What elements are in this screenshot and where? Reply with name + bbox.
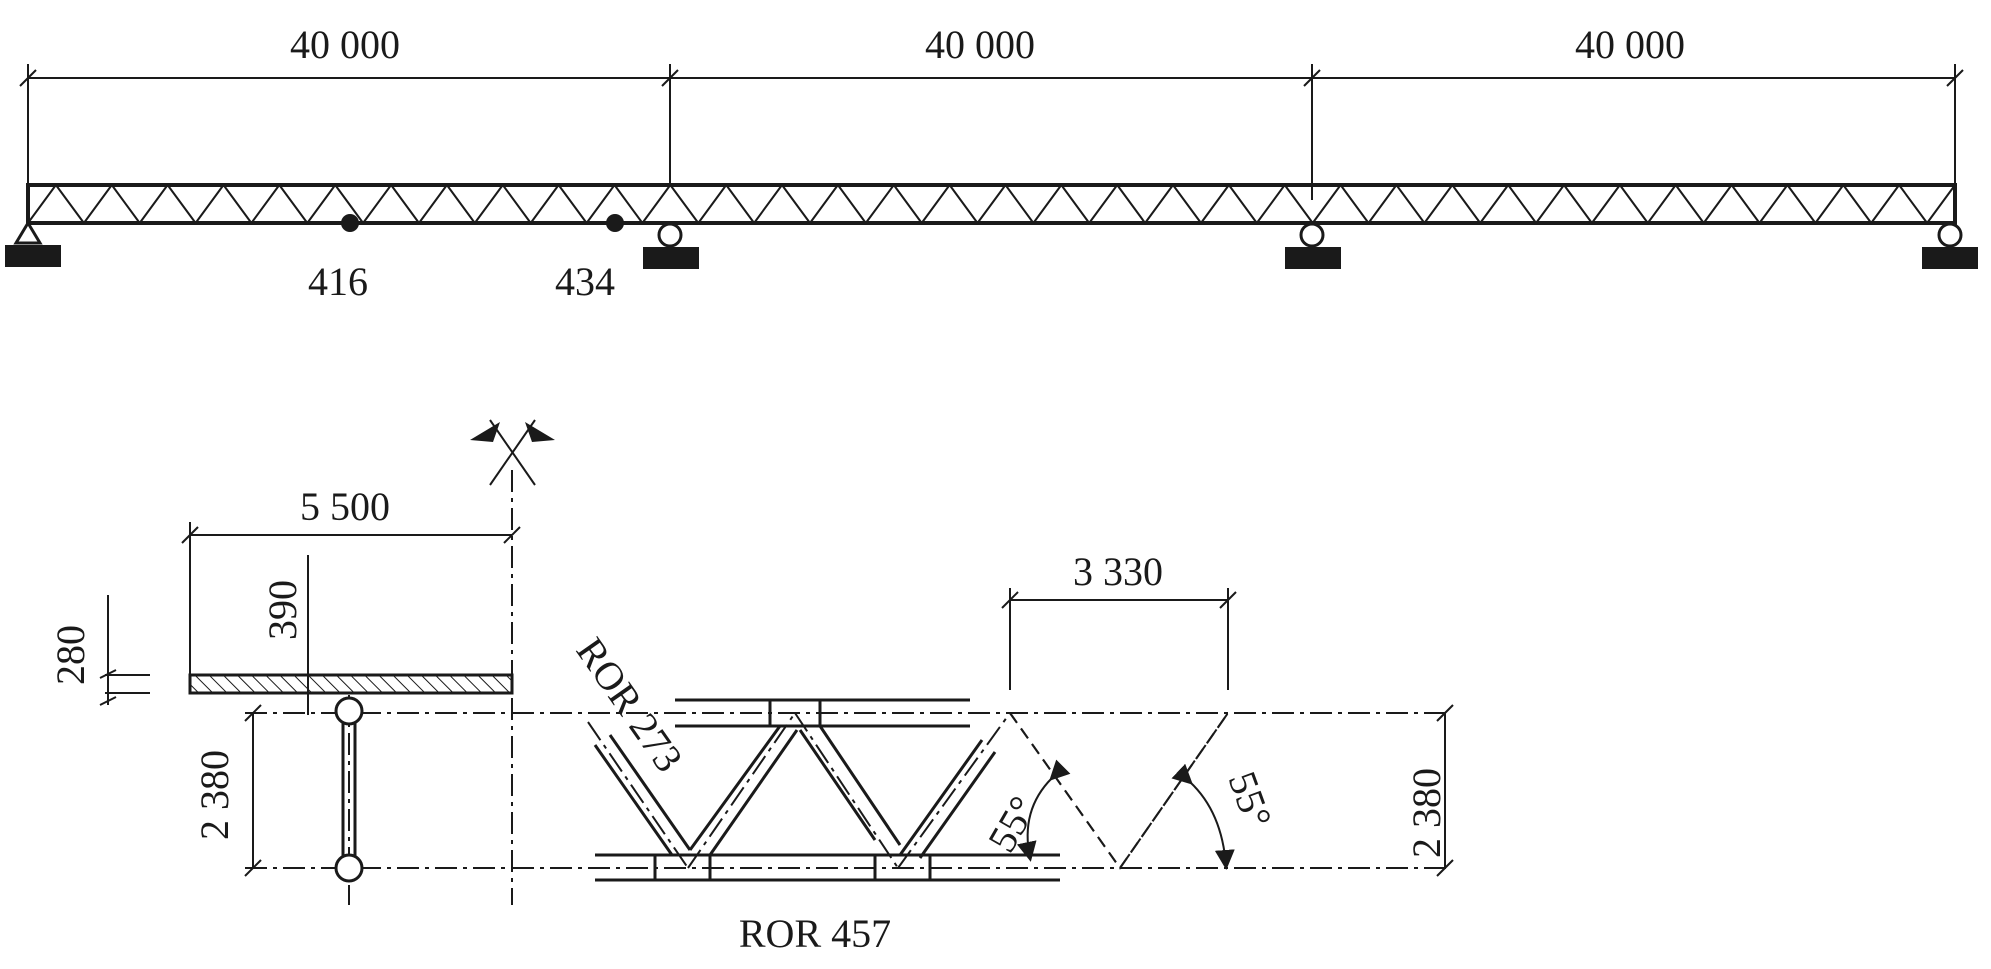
bottom-chord-tube (334, 853, 364, 883)
section-marker-icon (470, 419, 555, 486)
angle-arc-b (1171, 763, 1235, 870)
node-marker-416 (341, 214, 359, 232)
node-marker-434 (606, 214, 624, 232)
node-label-434: 434 (555, 259, 615, 304)
diagonal-braces (587, 712, 1011, 869)
dimension-ticks (19, 64, 1964, 200)
deck-width-label: 5 500 (300, 484, 390, 529)
top-chord-tube (334, 696, 364, 726)
height-label-right: 2 380 (1404, 768, 1449, 858)
truss-detail-view: 3 330 55° 55° 2 380 ROR 273 ROR 457 (512, 549, 1454, 956)
truss-chords (26, 183, 1957, 225)
dim-390-label: 390 (260, 580, 305, 640)
span-label-1: 40 000 (290, 22, 400, 67)
roller-support-2 (1285, 222, 1341, 269)
truss-web-members (27, 183, 1956, 225)
chord-label: ROR 457 (739, 911, 891, 956)
elevation-view: 40 000 40 000 40 000 416 434 (5, 22, 1978, 304)
deck-slab (188, 673, 514, 695)
roller-support-3 (1922, 222, 1978, 269)
dim-280-label: 280 (48, 625, 93, 685)
angle-arc-a (1016, 759, 1071, 862)
node-label-416: 416 (308, 259, 368, 304)
brace-label: ROR 273 (568, 629, 692, 780)
roller-support-1 (643, 222, 699, 269)
height-label-left: 2 380 (192, 750, 237, 840)
cross-section-view: 5 500 390 280 2 380 (48, 419, 555, 905)
span-label-2: 40 000 (925, 22, 1035, 67)
pinned-support (5, 220, 61, 267)
panel-length-label: 3 330 (1073, 549, 1163, 594)
span-label-3: 40 000 (1575, 22, 1685, 67)
angle-label-b: 55° (1220, 766, 1281, 834)
